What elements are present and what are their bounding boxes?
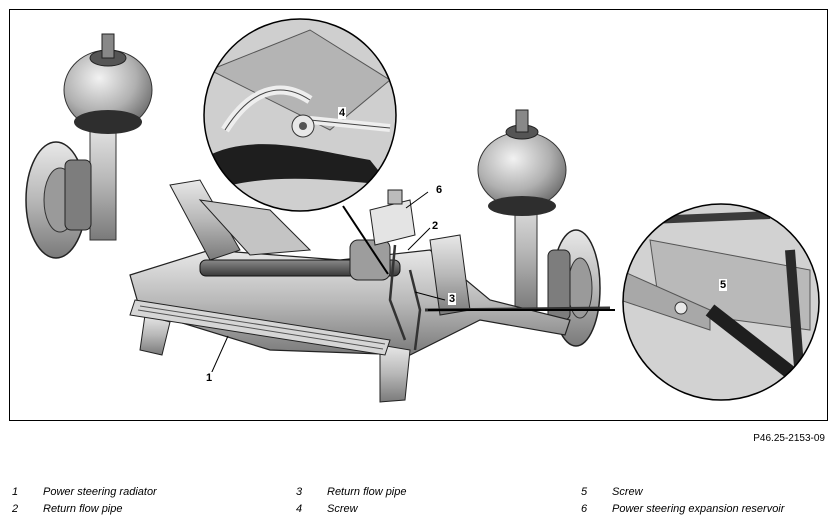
front-axle-illustration: [25, 18, 820, 403]
legend-number: 5: [581, 486, 588, 498]
legend-number: 2: [12, 503, 19, 515]
callout-3: 3: [448, 293, 457, 305]
legend-text: Power steering radiator: [43, 486, 157, 498]
legend-text: Screw: [327, 503, 358, 515]
detail-inset-screw-5: [622, 203, 820, 401]
diagram-figure: 1 2 3 4 5 6: [9, 9, 828, 421]
callout-1: 1: [205, 372, 214, 384]
legend-number: 3: [296, 486, 303, 498]
legend-text: Return flow pipe: [327, 486, 407, 498]
detail-inset-screw-4: [203, 18, 397, 212]
legend-text: Power steering expansion reservoir: [612, 503, 785, 515]
legend-number: 1: [12, 486, 19, 498]
right-air-spring: [477, 109, 567, 311]
callout-5: 5: [719, 279, 728, 291]
left-brake-disc: [25, 141, 92, 259]
left-air-spring: [63, 33, 153, 241]
legend-text: Return flow pipe: [43, 503, 123, 515]
power-steering-radiator: [129, 299, 391, 356]
callout-2: 2: [431, 220, 440, 232]
legend-number: 6: [581, 503, 588, 515]
legend-text: Screw: [612, 486, 643, 498]
callout-4: 4: [338, 107, 347, 119]
legend-number: 4: [296, 503, 303, 515]
legend: 1 Power steering radiator 2 Return flow …: [0, 484, 837, 524]
callout-6: 6: [435, 184, 444, 196]
right-brake-disc: [547, 229, 601, 347]
expansion-reservoir: [369, 189, 416, 246]
figure-code: P46.25-2153-09: [753, 433, 825, 444]
